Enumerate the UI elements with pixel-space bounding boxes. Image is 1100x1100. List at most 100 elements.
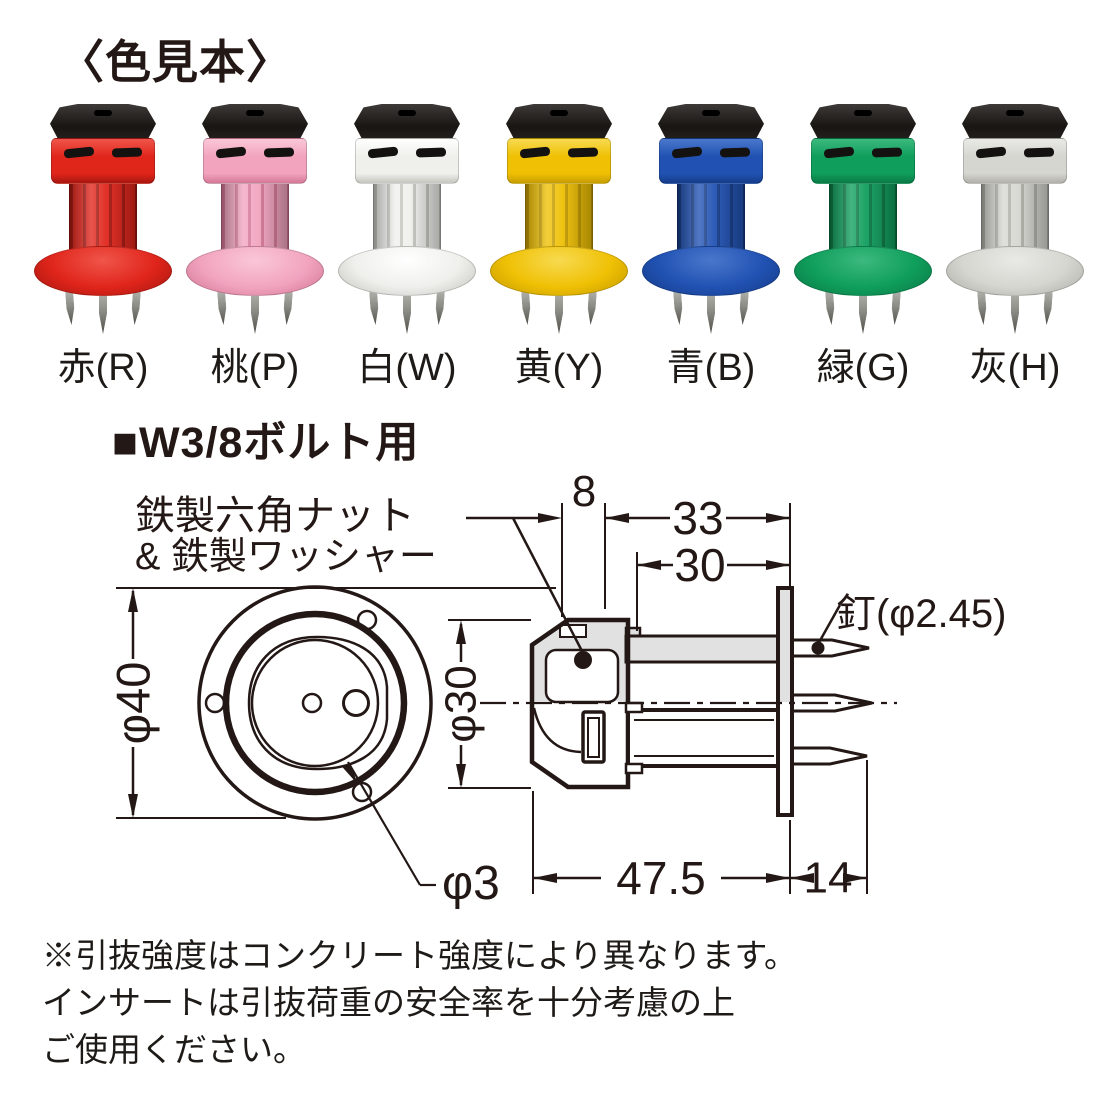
dim-30: 30 — [636, 539, 790, 631]
insert-nails — [669, 282, 753, 334]
insert-flange — [794, 246, 932, 296]
flange-top-view — [116, 585, 556, 821]
rivet-hole-top — [356, 609, 378, 631]
insert-flange — [490, 246, 628, 296]
insert-graphic — [332, 98, 482, 334]
vent-slot-left — [975, 146, 1007, 159]
insert-black-cap — [506, 104, 612, 142]
insert-ribbed-column — [677, 182, 745, 254]
vent-slot-left — [367, 146, 399, 159]
color-sample-item-yellow: 黄(Y) — [484, 98, 634, 391]
center-hole-small — [301, 692, 323, 714]
section-view — [480, 586, 897, 817]
insert-graphic — [636, 98, 786, 334]
rivet-hole-bottom — [351, 781, 373, 803]
note-line-3: ご使用ください。 — [42, 1031, 306, 1068]
insert-black-cap — [202, 104, 308, 142]
nail-center — [403, 282, 411, 334]
color-sample-item-white: 白(W) — [332, 98, 482, 391]
side-slot-inner — [587, 717, 600, 758]
color-label: 灰(H) — [969, 347, 1061, 389]
head-fillet-arc — [532, 707, 582, 754]
vent-slot-right — [871, 147, 903, 158]
nail-center — [1011, 282, 1019, 334]
vent-slot-right — [111, 147, 143, 158]
insert-nails — [365, 282, 449, 334]
insert-ribbed-column — [829, 182, 897, 254]
color-label: 緑(G) — [816, 347, 910, 389]
insert-black-cap — [658, 104, 764, 142]
center-hole-large — [342, 689, 370, 717]
flange-plate-hatch — [780, 590, 790, 702]
insert-ribbed-column — [69, 182, 137, 254]
dim-47-5: 47.5 — [532, 791, 791, 904]
insert-nails — [973, 282, 1057, 334]
rivet-hole-left — [204, 692, 226, 714]
vent-slot-left — [671, 146, 703, 159]
color-sample-item-red: 赤(R) — [28, 98, 178, 391]
insert-black-cap — [810, 104, 916, 142]
vent-slot-right — [263, 147, 295, 158]
color-samples-row: 赤(R) 桃(P) — [28, 98, 1090, 391]
caution-notes: ※引抜強度はコンクリート強度により異なります。 インサートは引抜荷重の安全率を十… — [42, 932, 797, 1073]
color-label: 白(W) — [357, 347, 457, 389]
color-label: 青(B) — [666, 347, 756, 389]
insert-flange — [186, 246, 324, 296]
body-step-bottom — [624, 762, 644, 775]
outer-flange-circle — [197, 585, 433, 821]
insert-collar — [659, 138, 763, 184]
insert-ribbed-column — [981, 182, 1049, 254]
body-top-wall — [624, 634, 781, 664]
vent-slot-right — [1023, 147, 1055, 158]
callout-nail: 釘(φ2.45) — [815, 592, 1006, 647]
body-lower — [626, 708, 780, 768]
insert-graphic — [940, 98, 1090, 334]
insert-graphic — [180, 98, 330, 334]
insert-collar — [355, 138, 459, 184]
dim-14-label: 14 — [804, 854, 853, 903]
nail-center — [251, 282, 259, 334]
dim-phi30-label: φ30 — [437, 665, 486, 742]
insert-collar — [963, 138, 1067, 184]
nail-center — [99, 282, 107, 334]
side-slot-outer — [581, 710, 606, 764]
insert-nails — [61, 282, 145, 334]
dim-33-label: 33 — [672, 492, 723, 544]
nail-callout-label: 釘(φ2.45) — [836, 592, 1006, 636]
insert-graphic — [28, 98, 178, 334]
technical-drawing: φ40 φ3 — [107, 467, 1007, 910]
dim-phi3-label: φ3 — [442, 857, 500, 910]
nail-top-dot — [811, 641, 825, 655]
insert-flange — [946, 246, 1084, 296]
insert-ribbed-column — [373, 182, 441, 254]
bolt-section-heading: ■W3/8ボルト用 — [112, 419, 420, 467]
callout-nut-washer: 鉄製六角ナット & 鉄製ワッシャー — [135, 494, 585, 654]
insert-collar — [811, 138, 915, 184]
insert-black-cap — [962, 104, 1068, 142]
insert-ribbed-column — [525, 182, 593, 254]
color-label: 赤(R) — [57, 347, 149, 389]
insert-flange — [338, 246, 476, 296]
vent-slot-right — [567, 147, 599, 158]
insert-graphic — [788, 98, 938, 334]
insert-black-cap — [50, 104, 156, 142]
color-sample-item-blue: 青(B) — [636, 98, 786, 391]
dim-33: 33 — [605, 492, 791, 586]
dim-phi40: φ40 — [107, 588, 160, 818]
insert-collar — [507, 138, 611, 184]
dim-8-label: 8 — [572, 467, 596, 516]
nut-callout-line1: 鉄製六角ナット — [135, 494, 415, 538]
insert-flange — [34, 246, 172, 296]
vent-slot-right — [719, 147, 751, 158]
vent-slot-left — [519, 146, 551, 159]
insert-nails — [517, 282, 601, 334]
dim-phi30: φ30 — [437, 619, 531, 789]
note-line-2: インサートは引抜荷重の安全率を十分考慮の上 — [42, 984, 735, 1021]
nail-center — [859, 282, 867, 334]
insert-flange — [642, 246, 780, 296]
body-step-top — [624, 701, 644, 714]
dim-14: 14 — [790, 760, 868, 903]
color-label: 黄(Y) — [514, 347, 604, 389]
body-circle — [222, 610, 408, 796]
